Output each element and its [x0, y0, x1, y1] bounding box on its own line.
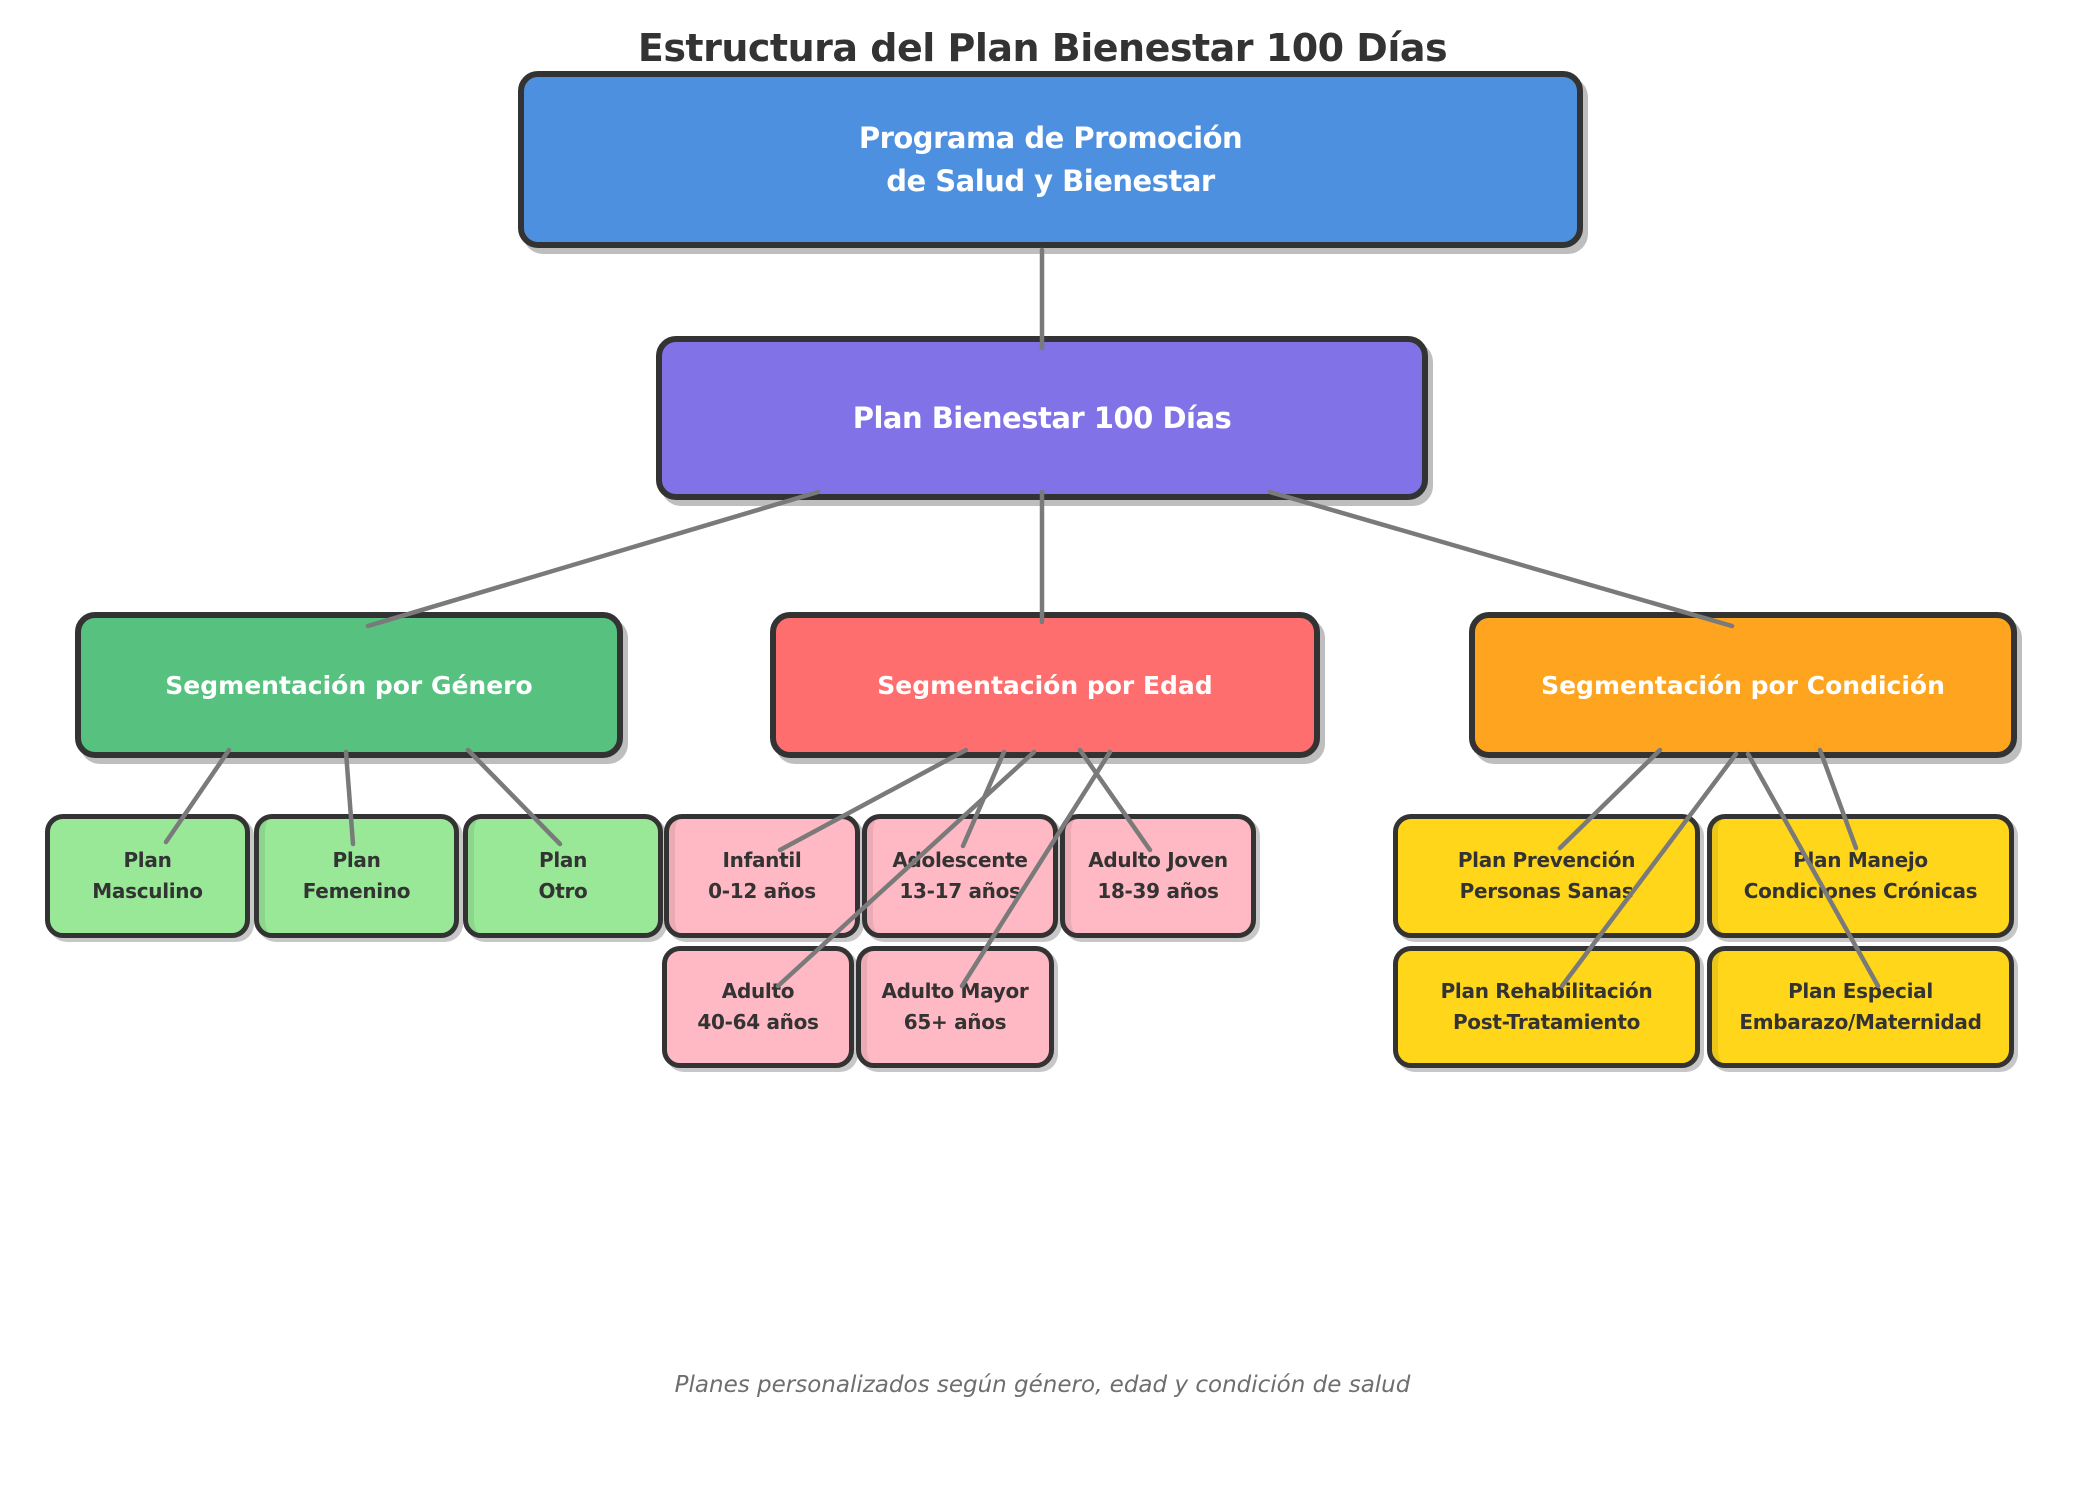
node-label: Plan Bienestar 100 Días	[852, 400, 1232, 435]
node-adulto-mayor: Adulto Mayor 65+ años	[856, 946, 1054, 1068]
node-label: Segmentación por Edad	[877, 670, 1213, 700]
node-plan-otro: Plan Otro	[463, 814, 663, 938]
node-plan-femenino: Plan Femenino	[254, 814, 459, 938]
node-plan-masculino: Plan Masculino	[45, 814, 250, 938]
node-segmentacion-genero: Segmentación por Género	[75, 612, 623, 758]
node-plan-prevencion: Plan Prevención Personas Sanas	[1393, 814, 1700, 938]
node-infantil: Infantil 0-12 años	[664, 814, 860, 938]
node-plan-rehabilitacion: Plan Rehabilitación Post-Tratamiento	[1393, 946, 1700, 1068]
connector-plan-condicion	[1267, 489, 1735, 629]
node-label: Plan Especial Embarazo/Maternidad	[1739, 979, 1982, 1034]
node-adulto: Adulto 40-64 años	[662, 946, 854, 1068]
node-segmentacion-edad: Segmentación por Edad	[770, 612, 1320, 758]
node-plan-especial: Plan Especial Embarazo/Maternidad	[1707, 946, 2014, 1068]
node-plan-bienestar-100-dias: Plan Bienestar 100 Días	[656, 336, 1428, 500]
node-plan-manejo: Plan Manejo Condiciones Crónicas	[1707, 814, 2014, 938]
node-label: Segmentación por Condición	[1541, 670, 1945, 700]
node-label: Segmentación por Género	[165, 670, 533, 700]
node-segmentacion-condicion: Segmentación por Condición	[1469, 612, 2017, 758]
node-label: Plan Prevención Personas Sanas	[1457, 848, 1636, 903]
node-adulto-joven: Adulto Joven 18-39 años	[1060, 814, 1256, 938]
node-programa-salud: Programa de Promoción de Salud y Bienest…	[518, 71, 1583, 248]
node-label: Infantil 0-12 años	[708, 848, 816, 903]
node-label: Adulto Joven 18-39 años	[1088, 848, 1228, 903]
node-label: Plan Femenino	[302, 848, 411, 903]
diagram-title: Estructura del Plan Bienestar 100 Días	[637, 26, 1448, 70]
diagram-caption: Planes personalizados según género, edad…	[674, 1372, 1411, 1398]
node-label: Adulto 40-64 años	[697, 979, 819, 1034]
connector-plan-genero	[365, 489, 821, 629]
node-label: Adulto Mayor 65+ años	[881, 979, 1029, 1034]
node-label: Plan Masculino	[92, 848, 203, 903]
node-label: Adolescente 13-17 años	[892, 848, 1028, 903]
node-adolescente: Adolescente 13-17 años	[862, 814, 1058, 938]
node-label: Plan Otro	[538, 848, 588, 903]
node-label: Programa de Promoción de Salud y Bienest…	[858, 121, 1243, 198]
node-label: Plan Rehabilitación Post-Tratamiento	[1440, 979, 1653, 1034]
node-label: Plan Manejo Condiciones Crónicas	[1743, 848, 1978, 903]
